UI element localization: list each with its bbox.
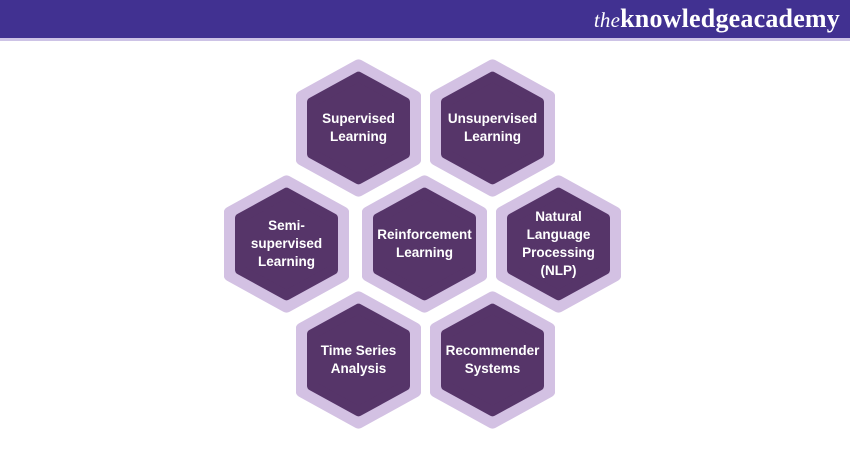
hex-label: Natural Language Processing (NLP) (522, 208, 595, 279)
hexagon-shape (362, 175, 487, 313)
hex-label: Unsupervised Learning (447, 110, 538, 144)
hex-label: Reinforcement Learning (377, 226, 472, 260)
header-bar: theknowledgeacademy (0, 0, 850, 38)
hexagon-shape (296, 59, 421, 197)
honeycomb-diagram: Supervised Learning Unsupervised Learnin… (0, 41, 850, 450)
hex-semi-supervised-learning: Semi- supervised Learning (224, 175, 349, 313)
hex-natural-language-processing: Natural Language Processing (NLP) (496, 175, 621, 313)
logo-knowledge: knowledge (620, 4, 741, 33)
hex-time-series-analysis: Time Series Analysis (296, 291, 421, 429)
hexagon-shape (296, 291, 421, 429)
hex-label: Supervised Learning (322, 110, 395, 144)
logo-the: the (593, 8, 621, 32)
header-underline (0, 38, 850, 41)
brand-logo: theknowledgeacademy (594, 6, 840, 32)
hex-supervised-learning: Supervised Learning (296, 59, 421, 197)
hex-label: Time Series Analysis (320, 342, 397, 376)
hex-label: Recommender Systems (445, 342, 540, 376)
hexagon-shape (224, 175, 349, 313)
hexagon-shape (496, 175, 621, 313)
logo-academy: academy (740, 4, 840, 33)
hex-recommender-systems: Recommender Systems (430, 291, 555, 429)
hexagon-shape (430, 59, 555, 197)
hex-unsupervised-learning: Unsupervised Learning (430, 59, 555, 197)
hexagon-shape (430, 291, 555, 429)
hex-label: Semi- supervised Learning (250, 217, 323, 270)
hex-reinforcement-learning: Reinforcement Learning (362, 175, 487, 313)
